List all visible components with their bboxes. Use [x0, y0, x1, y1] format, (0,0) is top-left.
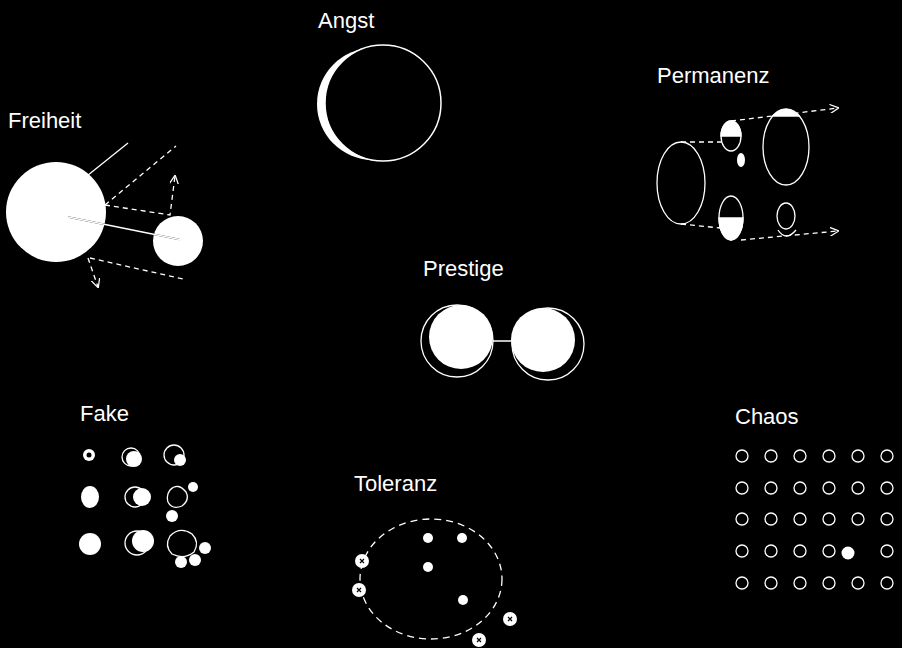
grid-dot [765, 545, 777, 557]
figure-label: Freiheit [8, 108, 81, 134]
grid-dot [794, 450, 806, 462]
grid-dot [736, 482, 748, 494]
grid-dot [852, 482, 864, 494]
grid-dot [736, 545, 748, 557]
figure-label: Angst [318, 8, 374, 34]
grid-dot [852, 450, 864, 462]
grid-dot [823, 482, 835, 494]
toleranz-figure [352, 519, 517, 647]
angst-crescent [317, 45, 441, 161]
figure-label: Prestige [423, 256, 504, 282]
fake-figure [79, 445, 211, 568]
grid-dot [881, 577, 893, 589]
grid-dot [794, 577, 806, 589]
grid-dot [736, 450, 748, 462]
grid-dot [765, 450, 777, 462]
grid-dot [736, 513, 748, 525]
figure-label: Chaos [735, 404, 799, 430]
grid-dot [765, 482, 777, 494]
grid-dot [852, 513, 864, 525]
grid-dot [852, 577, 864, 589]
grid-dot [823, 577, 835, 589]
grid-dot [823, 545, 835, 557]
grid-dot [823, 450, 835, 462]
grid-dot [881, 450, 893, 462]
grid-dot [881, 482, 893, 494]
permanenz-figure [657, 108, 838, 240]
figure-label: Fake [80, 401, 129, 427]
grid-dot [736, 577, 748, 589]
freiheit-figure [6, 143, 203, 287]
grid-dot [794, 482, 806, 494]
figure-label: Toleranz [354, 471, 437, 497]
prestige-figure [421, 305, 584, 380]
grid-dot [794, 545, 806, 557]
grid-dot [881, 513, 893, 525]
grid-dot [765, 577, 777, 589]
figure-label: Permanenz [657, 63, 770, 89]
chaos-grid [736, 450, 893, 589]
grid-dot [794, 513, 806, 525]
grid-dot [881, 545, 893, 557]
grid-dot [765, 513, 777, 525]
grid-dot [842, 547, 855, 560]
grid-dot [823, 513, 835, 525]
